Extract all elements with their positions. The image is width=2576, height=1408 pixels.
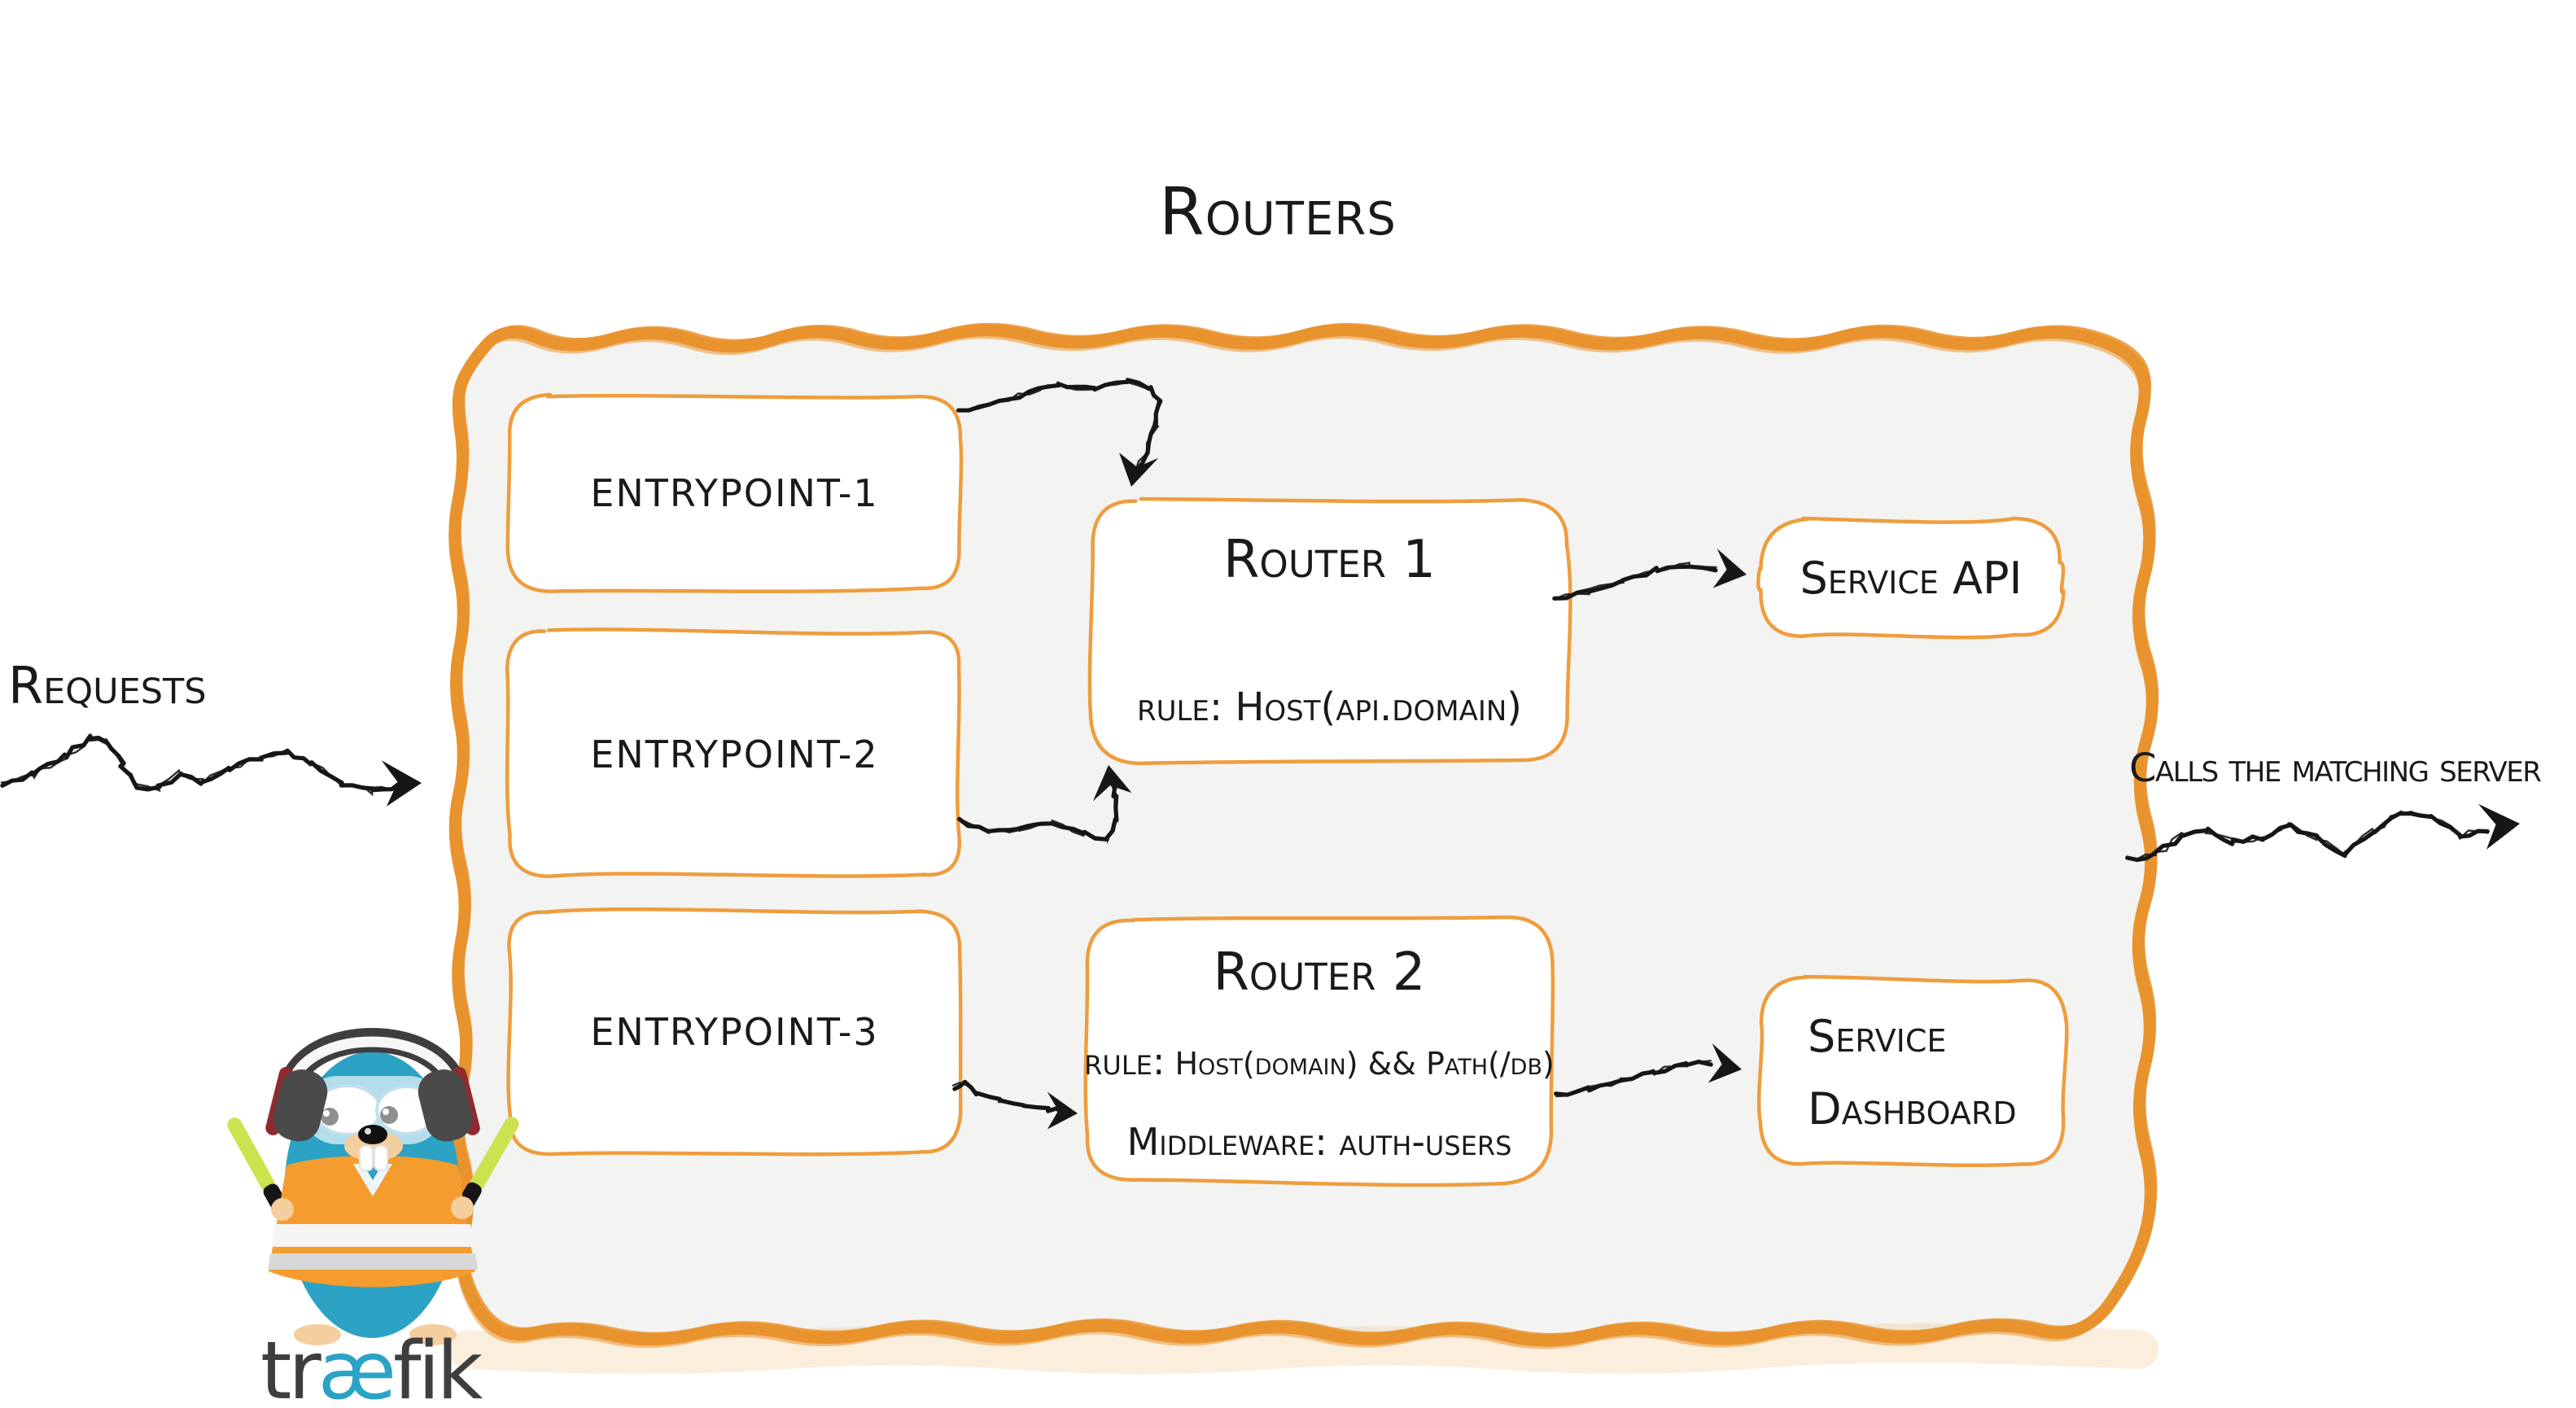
gopher-hand-left — [271, 1198, 294, 1221]
arrowhead-icon — [381, 760, 422, 807]
arrow-requests-in — [0, 732, 422, 807]
router-2-middleware-value: auth-users — [1339, 1120, 1512, 1164]
service-api-node: Service API — [1760, 521, 2062, 636]
arrow-calls-out — [2125, 803, 2520, 862]
headphones-icon — [265, 1028, 480, 1142]
wordmark-ae: æ — [317, 1325, 396, 1408]
traefik-gopher-logo — [227, 1028, 519, 1345]
service-api-label: Service API — [1800, 553, 2023, 605]
entrypoint-1-node: entrypoint-1 — [509, 396, 960, 590]
entrypoint-1-outline — [505, 392, 964, 593]
router-2-middleware: Middleware: auth-users — [1127, 1120, 1512, 1164]
router-1-rule-value: Host(api.domain) — [1235, 684, 1523, 730]
router-2-title: Router 2 — [1213, 942, 1426, 1003]
router-2-rule-value: Host(domain) && Path(/db) — [1174, 1046, 1555, 1082]
router-2-node: Router 2 rule: Host(domain) && Path(/db)… — [1084, 918, 1555, 1182]
matching-server-label: Calls the matching server — [2129, 746, 2542, 791]
arrowhead-icon — [1118, 453, 1159, 487]
arrowhead-icon — [2478, 803, 2520, 850]
safety-vest — [268, 1156, 478, 1288]
gopher-muzzle — [344, 1125, 403, 1171]
router-2-outline — [1083, 915, 1555, 1187]
service-dashboard-outline — [1756, 974, 2069, 1168]
entrypoint-2-outline — [505, 627, 961, 879]
service-dashboard-label-line1: Service — [1808, 1010, 1947, 1062]
gopher-hand-right — [451, 1196, 474, 1219]
router-1-rule-label: rule: — [1136, 684, 1223, 730]
arrow-router1-to-service-api — [1552, 548, 1747, 601]
gopher-nose — [358, 1125, 387, 1144]
router-1-outline — [1087, 496, 1572, 766]
wordmark-fik: fik — [392, 1325, 483, 1408]
gopher-foot-right — [409, 1324, 457, 1345]
service-dashboard-label-line2: Dashboard — [1808, 1083, 2017, 1135]
entrypoint-2-label: entrypoint-2 — [590, 732, 879, 776]
node-boxes — [505, 392, 2069, 1187]
arrowhead-icon — [1708, 1043, 1742, 1083]
router-2-middleware-label: Middleware: — [1126, 1120, 1327, 1164]
arrowhead-icon — [1047, 1091, 1078, 1130]
entrypoint-3-node: entrypoint-3 — [509, 911, 960, 1153]
arrowhead-icon — [1712, 548, 1747, 588]
requests-label: Requests — [8, 656, 207, 715]
arrowhead-icon — [1092, 765, 1132, 802]
flow-arrows — [0, 378, 2520, 1130]
traefik-wordmark: træfik — [260, 1325, 483, 1408]
diagram-title: Routers — [1159, 174, 1397, 250]
entrypoint-2-node: entrypoint-2 — [509, 632, 960, 877]
router-2-rule-label: rule: — [1084, 1039, 1166, 1083]
wordmark-tr: tr — [260, 1325, 321, 1408]
entrypoint-3-label: entrypoint-3 — [590, 1010, 879, 1054]
gopher-foot-left — [294, 1324, 341, 1345]
router-1-title: Router 1 — [1222, 530, 1437, 590]
service-api-outline — [1756, 516, 2066, 640]
gopher-goggles — [303, 1076, 443, 1144]
router-2-rule: rule: Host(domain) && Path(/db) — [1084, 1039, 1555, 1083]
arrow-entrypoint1-to-router1 — [956, 378, 1163, 487]
arrow-entrypoint2-to-router1 — [957, 765, 1132, 845]
service-dashboard-node: Service Dashboard — [1760, 979, 2065, 1166]
router-1-rule: rule: Host(api.domain) — [1137, 684, 1522, 730]
entrypoint-1-label: entrypoint-1 — [590, 471, 879, 515]
entrypoint-3-outline — [506, 907, 963, 1157]
router-1-node: Router 1 rule: Host(api.domain) — [1091, 501, 1568, 761]
arrow-entrypoint3-to-router2 — [951, 1079, 1078, 1130]
arrow-router2-to-service-dashboard — [1554, 1043, 1742, 1098]
